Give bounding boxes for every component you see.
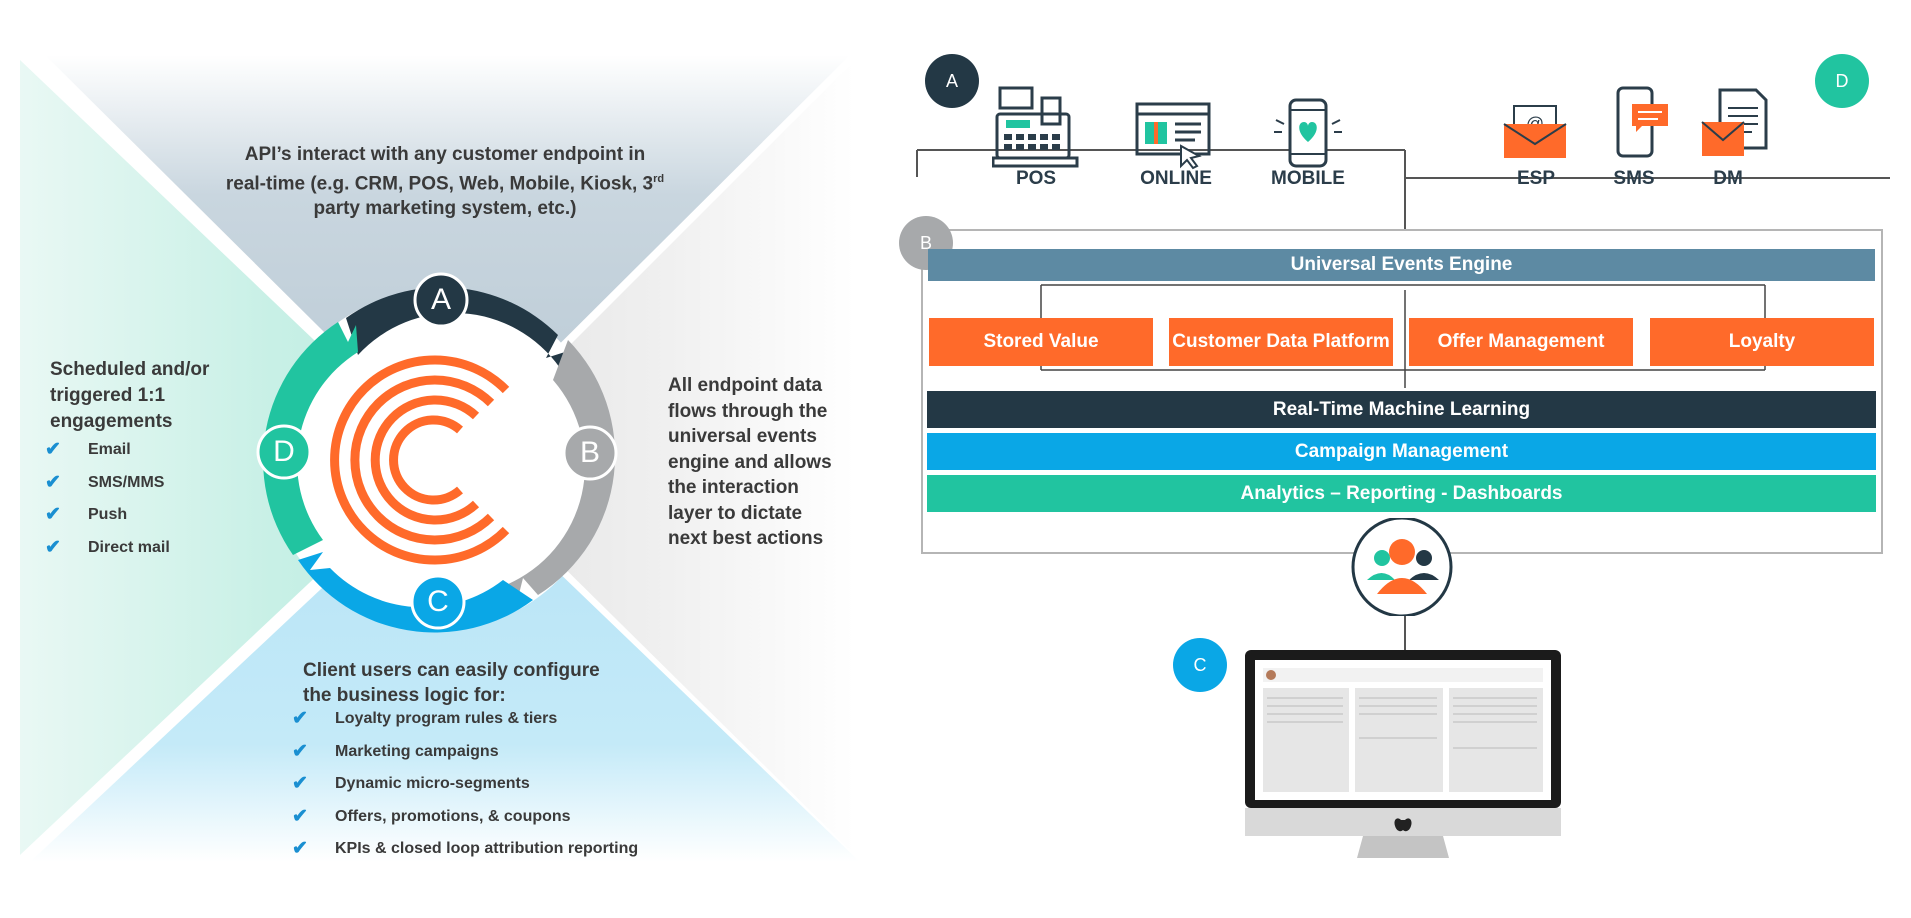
badge-a: A bbox=[925, 54, 979, 108]
browser-gift-icon bbox=[1135, 102, 1211, 170]
list-item: ✔Dynamic micro-segments bbox=[292, 768, 638, 801]
right-quadrant-line: the interaction bbox=[668, 477, 799, 498]
direct-mail-icon bbox=[1701, 88, 1768, 156]
checkmark-icon: ✔ bbox=[292, 740, 308, 762]
bottom-quadrant-line-2: the business logic for: bbox=[303, 685, 506, 706]
top-quadrant-line-2: real-time (e.g. CRM, POS, Web, Mobile, K… bbox=[225, 173, 665, 195]
wheel-letter-b: B bbox=[579, 436, 600, 469]
right-quadrant-line: All endpoint data bbox=[668, 375, 823, 396]
email-envelope-icon: @ bbox=[1503, 105, 1567, 158]
right-quadrant-line: universal events bbox=[668, 426, 817, 447]
wheel-label-c bbox=[410, 574, 466, 630]
real-time-ml-bar: Real-Time Machine Learning bbox=[927, 391, 1876, 428]
list-item: ✔Offers, promotions, & coupons bbox=[292, 801, 638, 834]
top-quadrant-line-3: party marketing system, etc.) bbox=[313, 198, 577, 220]
module-offer-management: Offer Management bbox=[1409, 318, 1633, 366]
badge-c: C bbox=[1173, 638, 1227, 692]
checkmark-icon: ✔ bbox=[292, 773, 308, 794]
checkmark-icon: ✔ bbox=[45, 471, 61, 493]
ordinal-superscript: rd bbox=[653, 173, 665, 185]
list-item: ✔KPIs & closed loop attribution reportin… bbox=[292, 833, 638, 866]
universal-events-engine-bar: Universal Events Engine bbox=[928, 249, 1875, 281]
wheel-label-d bbox=[256, 424, 312, 480]
wheel-segment-d bbox=[263, 322, 358, 555]
wheel-letter-c: C bbox=[427, 585, 449, 618]
desktop-monitor-icon bbox=[1245, 650, 1561, 858]
business-logic-list: ✔Loyalty program rules & tiers ✔Marketin… bbox=[292, 703, 638, 866]
users-group-icon bbox=[1351, 518, 1453, 616]
checkmark-icon: ✔ bbox=[45, 504, 61, 525]
left-quadrant-text: Scheduled and/or triggered 1:1 engagemen… bbox=[50, 357, 250, 435]
list-item: ✔SMS/MMS bbox=[45, 467, 170, 500]
list-item: ✔Push bbox=[45, 499, 170, 532]
wheel-letter-d: D bbox=[273, 435, 295, 468]
analytics-bar: Analytics – Reporting - Dashboards bbox=[927, 475, 1876, 512]
wheel-label-a bbox=[413, 272, 469, 328]
campaign-management-bar: Campaign Management bbox=[927, 433, 1876, 470]
quadrant-background bbox=[20, 55, 860, 862]
sms-phone-icon bbox=[1616, 86, 1668, 158]
list-item: ✔Marketing campaigns bbox=[292, 736, 638, 769]
engagement-list: ✔Email ✔SMS/MMS ✔Push ✔Direct mail bbox=[45, 434, 170, 564]
channel-label-mobile: MOBILE bbox=[1271, 168, 1345, 189]
checkmark-icon: ✔ bbox=[45, 439, 61, 460]
mobile-heart-icon bbox=[1274, 98, 1342, 168]
bottom-quadrant-text: Client users can easily configure the bu… bbox=[303, 658, 663, 708]
checkmark-icon: ✔ bbox=[292, 805, 308, 827]
top-quadrant-text: API’s interact with any customer endpoin… bbox=[200, 142, 690, 221]
wheel-letter-a: A bbox=[430, 283, 451, 316]
module-loyalty: Loyalty bbox=[1650, 318, 1874, 366]
channel-label-dm: DM bbox=[1713, 168, 1743, 189]
left-quadrant-line-3: engagements bbox=[50, 411, 173, 432]
left-quadrant-line-1: Scheduled and/or bbox=[50, 359, 210, 380]
module-customer-data-platform: Customer Data Platform bbox=[1169, 318, 1393, 366]
wheel-label-b bbox=[562, 425, 618, 481]
channel-label-sms: SMS bbox=[1613, 168, 1655, 189]
list-item: ✔Direct mail bbox=[45, 532, 170, 565]
cash-register-icon bbox=[992, 86, 1079, 168]
checkmark-icon: ✔ bbox=[292, 708, 308, 729]
checkmark-icon: ✔ bbox=[292, 838, 308, 859]
cycle-wheel bbox=[256, 272, 618, 633]
channel-label-pos: POS bbox=[1015, 168, 1057, 189]
wheel-segment-b bbox=[506, 340, 616, 598]
top-quadrant-line-1: API’s interact with any customer endpoin… bbox=[244, 144, 646, 165]
right-quadrant-line: engine and allows bbox=[668, 451, 832, 473]
right-quadrant-line: layer to dictate bbox=[668, 502, 803, 524]
channel-label-esp: ESP bbox=[1516, 168, 1556, 189]
checkmark-icon: ✔ bbox=[45, 536, 61, 558]
left-quadrant-line-2: triggered 1:1 bbox=[50, 385, 166, 406]
right-quadrant-line: next best actions bbox=[668, 528, 824, 549]
channel-label-online: ONLINE bbox=[1140, 168, 1212, 189]
right-quadrant-line: flows through the bbox=[668, 400, 828, 422]
module-stored-value: Stored Value bbox=[929, 318, 1153, 366]
wheel-segment-a bbox=[346, 287, 565, 368]
list-item: ✔Loyalty program rules & tiers bbox=[292, 703, 638, 736]
badge-d: D bbox=[1815, 54, 1869, 108]
right-quadrant-text: All endpoint data flows through the univ… bbox=[668, 373, 848, 552]
list-item: ✔Email bbox=[45, 434, 170, 467]
apple-logo-icon bbox=[1394, 818, 1412, 832]
company-logo-icon bbox=[330, 355, 510, 565]
wheel-segment-c bbox=[298, 552, 533, 633]
bottom-quadrant-line-1: Client users can easily configure bbox=[303, 660, 600, 681]
